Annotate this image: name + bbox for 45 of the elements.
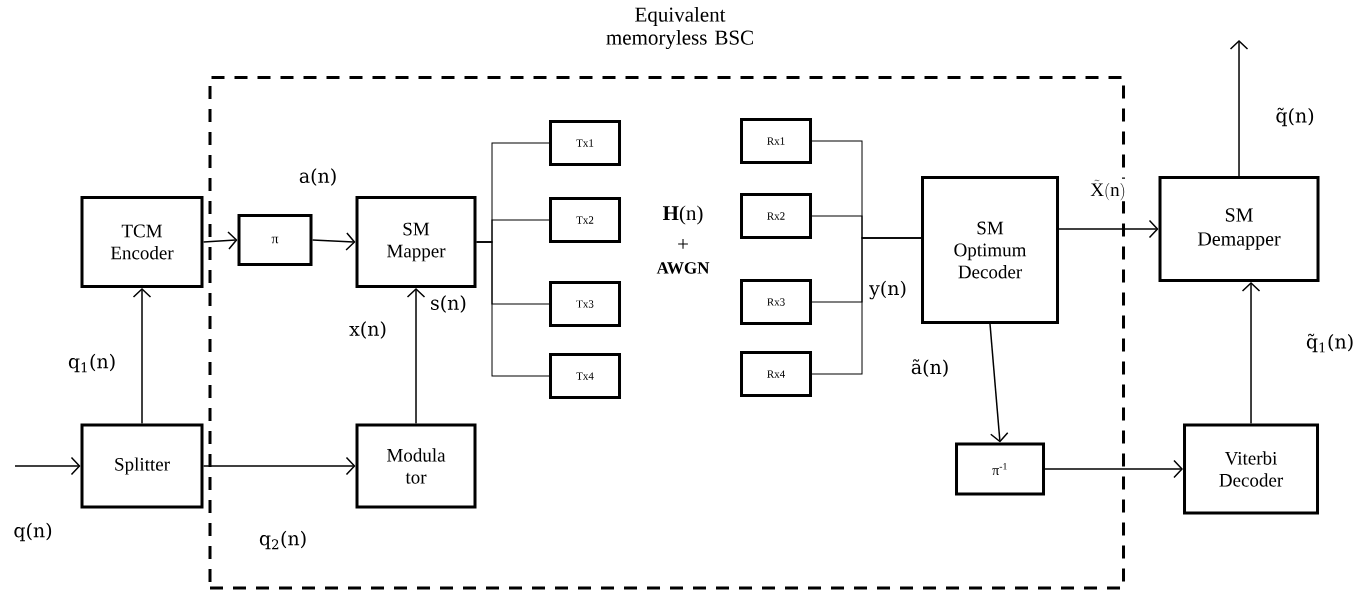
- antenna-box: Tx1: [549, 120, 621, 166]
- antenna-box: Rx2: [740, 193, 812, 239]
- edge-label: s(n): [429, 294, 468, 314]
- process-box: SM Optimum Decoder: [921, 176, 1059, 324]
- antenna-box: Tx4: [549, 353, 621, 399]
- arrow: [1229, 40, 1249, 177]
- connector-line: [476, 241, 550, 377]
- region-title: Equivalent memoryless BSC: [606, 6, 753, 50]
- arrow: [989, 323, 1009, 443]
- edge-label: q̃$_{1}$(n): [1304, 332, 1356, 354]
- arrow: [132, 288, 152, 425]
- process-box: SM Mapper: [355, 196, 477, 288]
- antenna-box: Rx4: [740, 351, 812, 397]
- process-box: SM Demapper: [1158, 176, 1320, 282]
- antenna-box: Tx2: [549, 197, 621, 243]
- process-box: Splitter: [80, 423, 204, 509]
- interleaver-box: π: [237, 214, 313, 266]
- connector-line: [811, 237, 922, 375]
- edge-label: x(n): [348, 320, 388, 340]
- arrow: [202, 456, 356, 476]
- arrow: [311, 232, 356, 251]
- arrow: [406, 288, 426, 425]
- channel-label: AWGN: [656, 262, 710, 274]
- edge-label: a(n): [297, 167, 339, 187]
- arrow: [14, 456, 81, 476]
- process-box: Modula tor: [355, 423, 477, 509]
- channel-label: H(n): [662, 205, 703, 225]
- antenna-box: Tx3: [549, 281, 621, 327]
- process-box: TCM Encoder: [80, 196, 204, 288]
- arrow: [1044, 459, 1184, 479]
- channel-label: +: [678, 239, 688, 249]
- edge-label: ã(n): [909, 358, 951, 378]
- arrow: [1241, 282, 1261, 425]
- process-box: Viterbi Decoder: [1183, 423, 1319, 515]
- arrow: [202, 231, 238, 250]
- edge-label: q(n): [12, 521, 54, 543]
- antenna-box: Rx3: [740, 279, 812, 325]
- arrow: [1058, 219, 1159, 239]
- edge-label: q$_{1}$(n): [66, 352, 118, 374]
- antenna-box: Rx1: [740, 118, 812, 164]
- edge-label: $\tilde{\mathrm{X}}\mathrm{(n)}$: [1089, 178, 1127, 202]
- edge-label: q$_{2}$(n): [257, 529, 309, 551]
- edge-label: q̃(n): [1274, 106, 1316, 128]
- edge-label: y(n): [868, 279, 908, 301]
- interleaver-box: π$^{-1}$: [955, 442, 1045, 496]
